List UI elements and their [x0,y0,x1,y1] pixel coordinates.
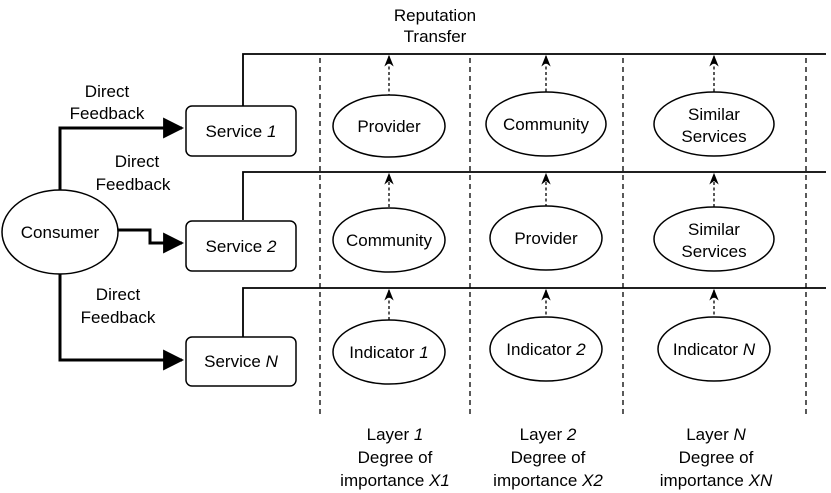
edge-label-1-line-2: Feedback [70,104,145,123]
layer-2-title: Layer 2 [520,425,577,444]
consumer-label: Consumer [21,223,100,242]
layer-1-importance: importance X1 [340,471,450,490]
layer-2-degree: Degree of [511,448,586,467]
community-node-r1 [485,91,607,157]
feedback-arrow-3 [58,274,185,371]
feedback-arrow-1 [58,117,185,190]
title-line-1: Reputation [394,6,476,25]
title-line-2: Transfer [404,27,467,46]
indicator-n-node [657,316,771,382]
service-1-box [185,105,297,157]
service-1-label: Service 1 [206,122,277,141]
layer-separators [319,58,807,417]
provider-node-r2 [489,205,603,271]
layer-n-importance: importance XN [660,471,773,490]
node-r2-c2-label: Provider [514,229,578,248]
node-r1-c3-label-1: Similar [688,105,740,124]
similar-services-node-r2 [653,206,775,272]
transfer-rails [242,53,826,347]
layer-n-degree: Degree of [679,448,754,467]
service-2-box [185,220,297,272]
community-node-r2 [332,207,446,273]
indicator-2-node [489,316,603,382]
similar-services-node-r1 [653,91,775,157]
consumer-node [1,189,119,275]
node-r1-c1-label: Provider [357,117,421,136]
edge-label-3-line-1: Direct [96,285,141,304]
edge-label-2-line-2: Feedback [96,175,171,194]
edge-label-2-line-1: Direct [115,152,160,171]
feedback-arrows [58,117,185,371]
node-r2-c3-label-1: Similar [688,220,740,239]
edge-label-1-line-1: Direct [85,82,130,101]
rail-3 [242,287,826,347]
service-2-label: Service 2 [206,237,277,256]
feedback-arrow-2 [118,228,185,254]
node-r1-c2-label: Community [503,115,589,134]
rail-1 [242,53,826,114]
service-n-box [185,336,297,387]
edge-label-3-line-2: Feedback [81,308,156,327]
node-r2-c3-label-2: Services [681,242,746,261]
indicator-1-node [332,319,446,385]
layer-1-degree: Degree of [358,448,433,467]
node-r3-c3-label: Indicator N [673,340,756,359]
node-r1-c3-label-2: Services [681,127,746,146]
transfer-arrows [384,54,719,320]
layer-2-importance: importance X2 [493,471,603,490]
node-r3-c2-label: Indicator 2 [506,340,586,359]
layer-n-title: Layer N [686,425,746,444]
rail-2 [242,171,826,220]
service-n-label: Service N [204,352,278,371]
provider-node-r1 [332,94,446,158]
node-r3-c1-label: Indicator 1 [349,343,428,362]
node-r2-c1-label: Community [346,231,432,250]
layer-1-title: Layer 1 [367,425,424,444]
